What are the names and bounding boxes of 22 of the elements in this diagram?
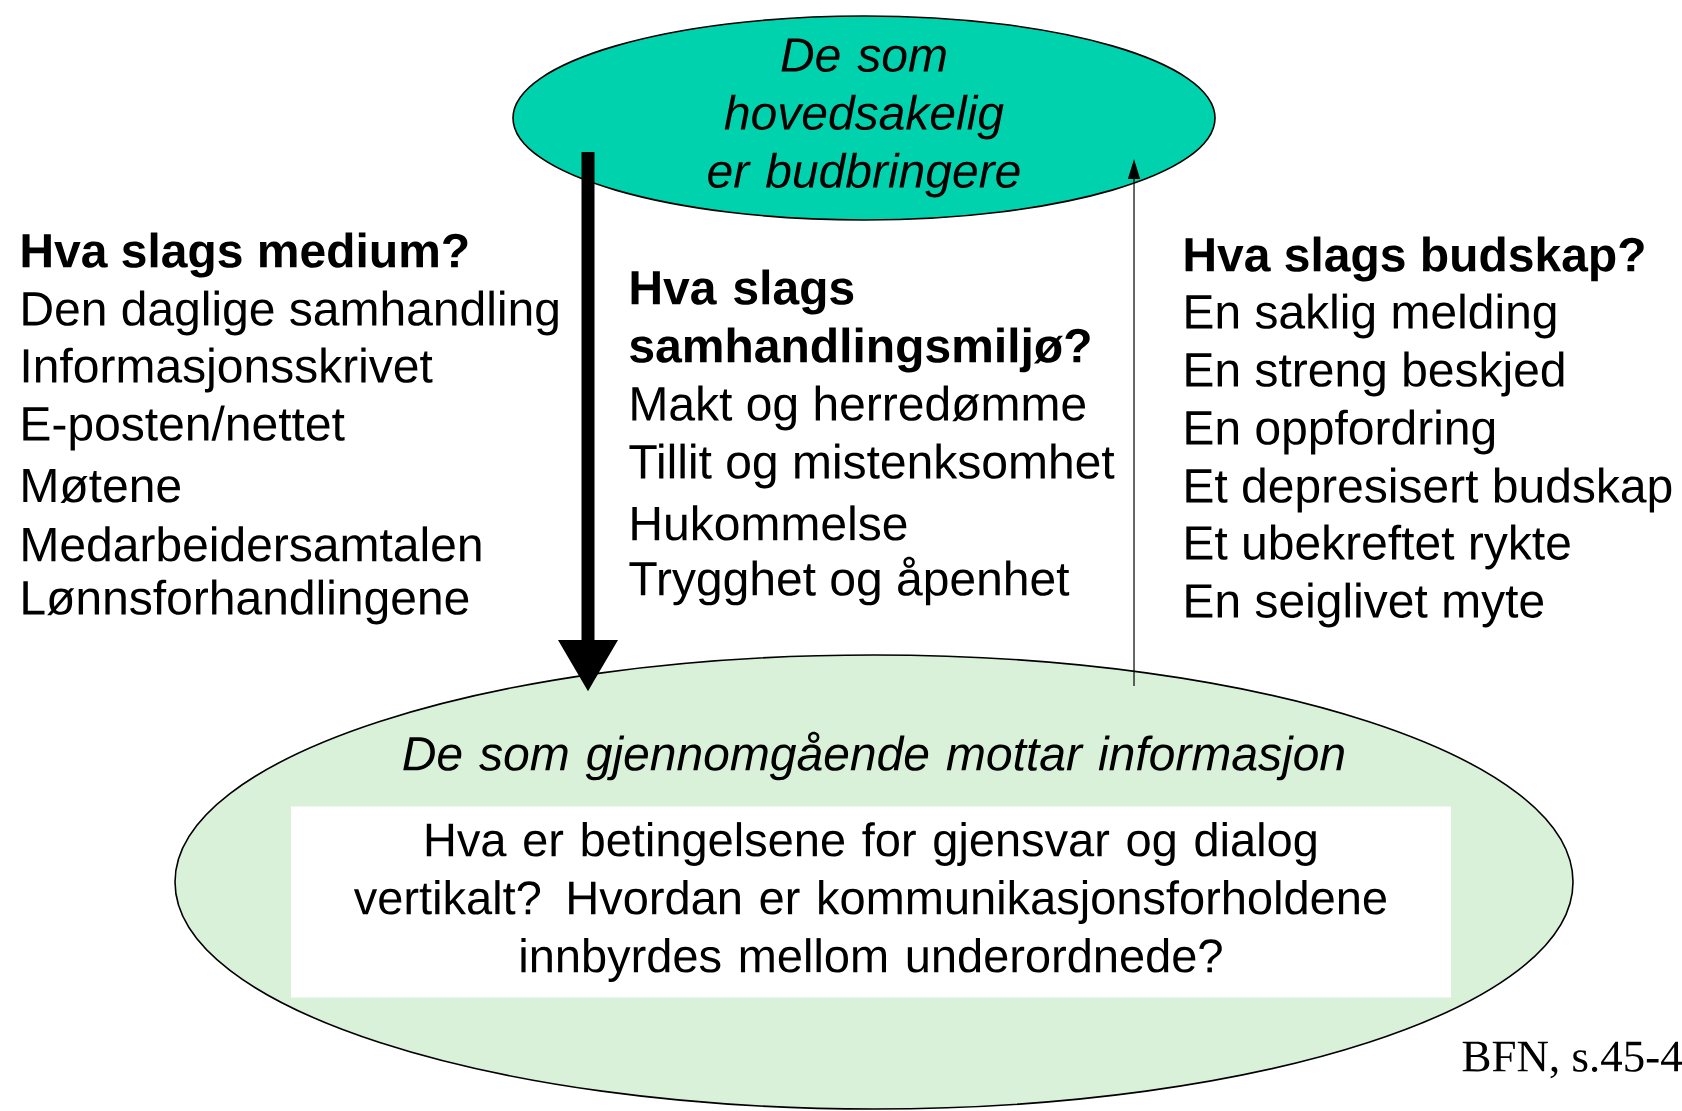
list-item: Lønnsforhandlingene [23,579,469,625]
source-note: BFN, s.45-4 [1462,1041,1682,1079]
list-item: Et ubekreftet rykte [1186,524,1570,570]
list-item: Møtene [23,469,180,503]
ellipse-node: De som hovedsakelig er budbringere [512,15,1216,221]
heading: Hva slags medium? [22,232,468,278]
list-item: En oppfordring [1186,409,1495,455]
list-item: Tillit og mistenksomhet [629,443,1115,489]
list-item: Den daglige samhandling [23,290,558,336]
list-item: En seiglivet myte [1186,582,1543,628]
text-box: Hva er betingelsene for gjensvar og dialog vertikalt? Hvordan er kommunikasjonsforholdene innbyrdes mellom underordnede? [291,806,1451,998]
list-item: Et depresisert budskap [1186,467,1672,513]
list-item: En streng beskjed [1186,351,1564,397]
list-item: E-posten/nettet [23,405,345,451]
list-item: Makt og herredømme [632,385,1085,431]
list-item: Informasjonsskrivet [23,347,433,393]
heading: Hva slags budskap? [1185,236,1644,282]
list-item: Trygghet og åpenhet [629,556,1070,606]
list-item: Medarbeidersamtalen [23,526,481,562]
list-item: Hukommelse [632,505,907,541]
heading: Hva slags samhandlingsmiljø? [630,269,1090,373]
list-item: En saklig melding [1186,293,1556,339]
